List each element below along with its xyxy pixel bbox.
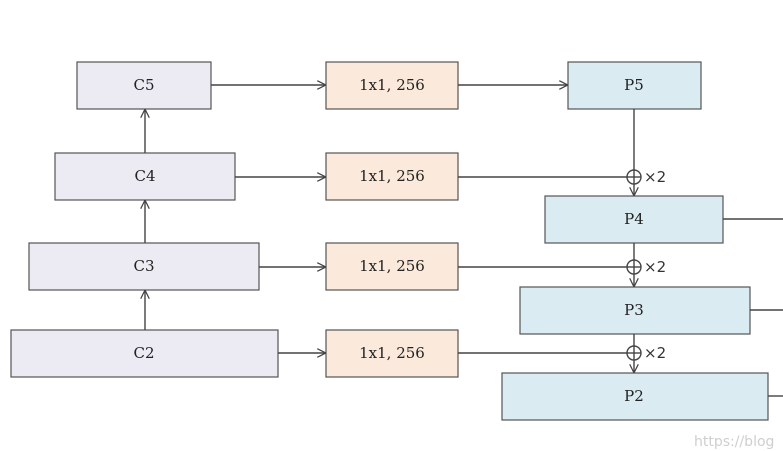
backbone-c4: C4 (54, 152, 236, 201)
backbone-c2-label: C2 (133, 344, 154, 362)
backbone-c5: C5 (76, 61, 212, 110)
lateral-conv-2: 1x1, 256 (325, 329, 459, 378)
plus-circle-icon (626, 259, 642, 275)
lateral-conv-3: 1x1, 256 (325, 242, 459, 291)
merge-node-4-label: ×2 (644, 168, 666, 186)
backbone-c5-label: C5 (133, 76, 154, 94)
watermark: https://blog (694, 434, 774, 450)
merge-node-3: ×2 (626, 258, 666, 276)
pyramid-p3: P3 (519, 286, 751, 335)
merge-node-2: ×2 (626, 344, 666, 362)
merge-node-2-label: ×2 (644, 344, 666, 362)
plus-circle-icon (626, 345, 642, 361)
backbone-c4-label: C4 (134, 167, 155, 185)
backbone-c2: C2 (10, 329, 279, 378)
pyramid-p5-label: P5 (624, 76, 644, 94)
pyramid-p2-label: P2 (624, 387, 644, 405)
pyramid-p4-label: P4 (624, 210, 644, 228)
pyramid-p5: P5 (567, 61, 702, 110)
backbone-c3: C3 (28, 242, 260, 291)
lateral-conv-5-label: 1x1, 256 (359, 76, 425, 94)
pyramid-p4: P4 (544, 195, 724, 244)
merge-node-4: ×2 (626, 168, 666, 186)
pyramid-p3-label: P3 (624, 301, 644, 319)
lateral-conv-2-label: 1x1, 256 (359, 344, 425, 362)
lateral-conv-5: 1x1, 256 (325, 61, 459, 110)
lateral-conv-3-label: 1x1, 256 (359, 257, 425, 275)
merge-node-3-label: ×2 (644, 258, 666, 276)
lateral-conv-4-label: 1x1, 256 (359, 167, 425, 185)
pyramid-p2: P2 (501, 372, 769, 421)
backbone-c3-label: C3 (133, 257, 154, 275)
lateral-conv-4: 1x1, 256 (325, 152, 459, 201)
plus-circle-icon (626, 169, 642, 185)
